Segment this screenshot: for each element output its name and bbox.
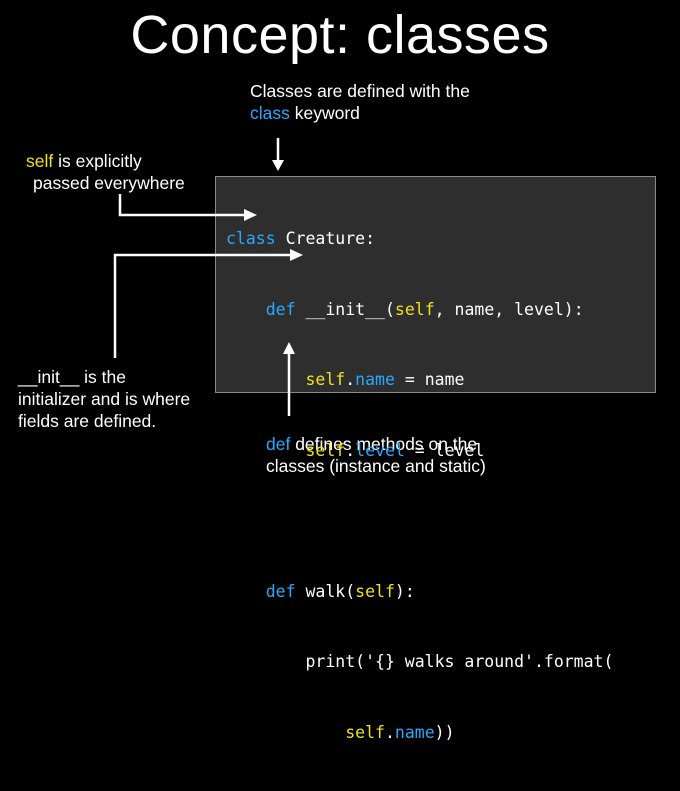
class-keyword-annotation: Classes are defined with the class keywo…	[250, 80, 470, 124]
self-annotation-rest: is explicitly	[53, 151, 142, 171]
code-keyword: class	[226, 229, 276, 248]
code-self: self	[355, 581, 395, 601]
code-text-span: ))	[434, 722, 455, 742]
code-keyword: def	[265, 581, 296, 601]
code-line-2: def __init__(self, name, level):	[226, 298, 613, 322]
code-self: self	[394, 299, 435, 319]
init-annotation: __init__ is the initializer and is where…	[18, 366, 190, 432]
class-annotation-line-2: class keyword	[250, 102, 470, 124]
code-attribute: level	[355, 440, 405, 460]
def-annotation-line-2: classes (instance and static)	[266, 456, 486, 476]
init-annotation-line-2: initializer and is where	[18, 389, 191, 409]
code-text-span: walk(	[295, 581, 356, 601]
code-attribute: name	[394, 722, 435, 742]
code-text-span: = name	[394, 370, 465, 389]
class-keyword-text: class	[250, 103, 290, 123]
self-keyword-text: self	[26, 151, 54, 171]
self-annotation-line-2: passed everywhere	[33, 173, 185, 193]
self-arrow	[118, 194, 257, 221]
code-line-7: print('{} walks around'.format(	[226, 650, 613, 674]
code-line-6: def walk(self):	[226, 580, 613, 604]
code-text-span: print('{} walks around'.format(	[226, 652, 614, 671]
code-text-span: __init__(	[295, 299, 395, 319]
code-text-span: = level	[404, 440, 485, 460]
def-annotation-line-1: def defines methods on the	[266, 433, 486, 455]
code-line-4: self.level = level	[226, 439, 613, 463]
code-line-8: self.name))	[226, 721, 613, 745]
code-text-span: .	[384, 722, 395, 742]
code-text-span: ):	[394, 581, 415, 601]
code-line-3: self.name = name	[226, 368, 613, 392]
slide-title: Concept: classes	[130, 5, 550, 65]
code-text-span: .	[345, 370, 356, 389]
code-self: self	[345, 722, 385, 742]
def-annotation: def defines methods on the classes (inst…	[266, 433, 486, 477]
def-annotation-rest: defines methods on the	[290, 434, 478, 454]
class-arrow	[272, 138, 284, 171]
init-annotation-line-1: __init__ is the	[18, 367, 126, 387]
annotation-arrows	[113, 138, 303, 416]
code-keyword: def	[265, 299, 296, 319]
class-annotation-line-1: Classes are defined with the	[250, 81, 470, 101]
code-line-5	[226, 509, 613, 533]
code-indent	[226, 723, 345, 742]
def-arrow	[283, 342, 295, 416]
code-text-span: , name, level):	[434, 299, 584, 319]
self-annotation: self is explicitly passed everywhere	[26, 150, 185, 194]
code-text-span: .	[345, 440, 356, 460]
code-text-span: Creature:	[275, 229, 376, 248]
self-annotation-line-1: self is explicitly	[26, 150, 185, 172]
def-keyword-text: def	[266, 434, 291, 454]
class-annotation-rest: keyword	[289, 103, 360, 123]
init-annotation-line-3: fields are defined.	[18, 411, 157, 431]
code-line-1: class Creature:	[226, 227, 613, 251]
code-attribute: name	[355, 370, 395, 389]
init-arrow	[113, 249, 303, 358]
code-self: self	[305, 370, 346, 389]
code-self: self	[305, 440, 346, 460]
code-indent	[226, 582, 266, 601]
